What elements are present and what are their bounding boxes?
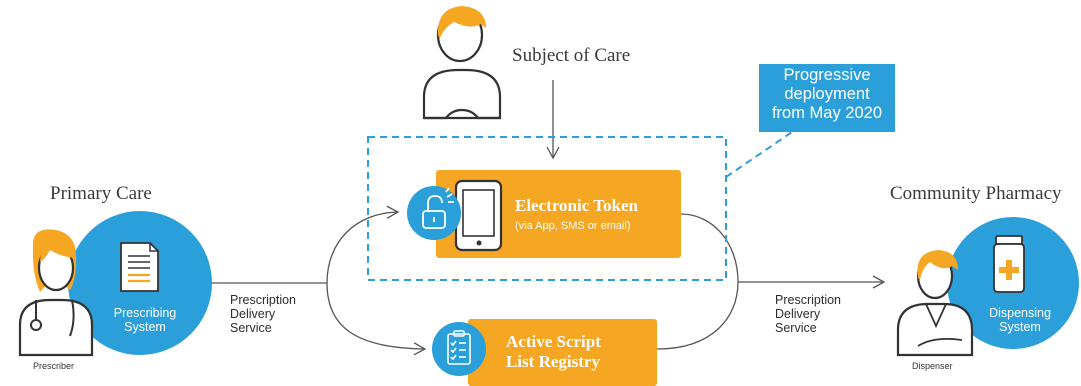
medicine-bottle-icon [993, 235, 1025, 293]
pds-left-line3: Service [230, 321, 272, 335]
dispensing-system-line1: Dispensing [989, 306, 1051, 320]
active-script-line2: List Registry [506, 352, 600, 371]
arrow-junction-to-token [326, 205, 400, 284]
subject-of-care-label: Subject of Care [512, 45, 631, 66]
prescribing-system-label: Prescribing System [100, 306, 190, 334]
active-script-line1: Active Script [506, 332, 601, 351]
pds-right-label: Prescription Delivery Service [775, 293, 841, 335]
callout-line3: from May 2020 [771, 104, 883, 122]
active-script-title: Active Script List Registry [506, 332, 601, 372]
electronic-token-title: Electronic Token [515, 196, 638, 215]
prescribing-system-line2: System [124, 320, 166, 334]
dispenser-label: Dispenser [912, 361, 953, 371]
callout-line1: Progressive [783, 66, 871, 84]
callout-connector [725, 131, 793, 178]
smartphone-icon [454, 179, 503, 252]
dispensing-system-line2: System [999, 320, 1041, 334]
clipboard-checklist-icon [447, 330, 471, 365]
pds-right-line2: Delivery [775, 307, 821, 321]
deployment-callout: Progressive deployment from May 2020 [759, 64, 895, 132]
callout-line2: deployment [784, 85, 870, 103]
deployment-boundary [367, 136, 727, 281]
dispensing-system-label: Dispensing System [980, 306, 1060, 334]
pds-left-label: Prescription Delivery Service [230, 293, 296, 335]
pds-right-line3: Service [775, 321, 817, 335]
line-registry-to-pharmacy [656, 281, 739, 350]
pds-left-line2: Delivery [230, 307, 276, 321]
prescribing-system-line1: Prescribing [113, 306, 177, 320]
electronic-token-subtitle: (via App, SMS or email) [515, 220, 631, 232]
active-script-registry-box [468, 319, 657, 386]
dispenser-person-icon [896, 250, 974, 357]
document-icon [120, 242, 159, 292]
primary-care-label: Primary Care [50, 183, 152, 204]
unlock-icon [422, 187, 454, 229]
arrow-junction-to-registry [326, 282, 427, 356]
line-token-to-pharmacy [680, 213, 739, 283]
subject-of-care-person-icon [422, 6, 502, 120]
pds-right-line1: Prescription [775, 293, 841, 307]
prescriber-label: Prescriber [33, 361, 75, 371]
prescriber-person-icon [18, 229, 94, 357]
pds-left-line1: Prescription [230, 293, 296, 307]
community-pharmacy-label: Community Pharmacy [890, 183, 1062, 204]
unlock-icon-circle [407, 186, 461, 240]
clipboard-icon-circle [432, 322, 486, 376]
flow-lines [200, 80, 886, 356]
